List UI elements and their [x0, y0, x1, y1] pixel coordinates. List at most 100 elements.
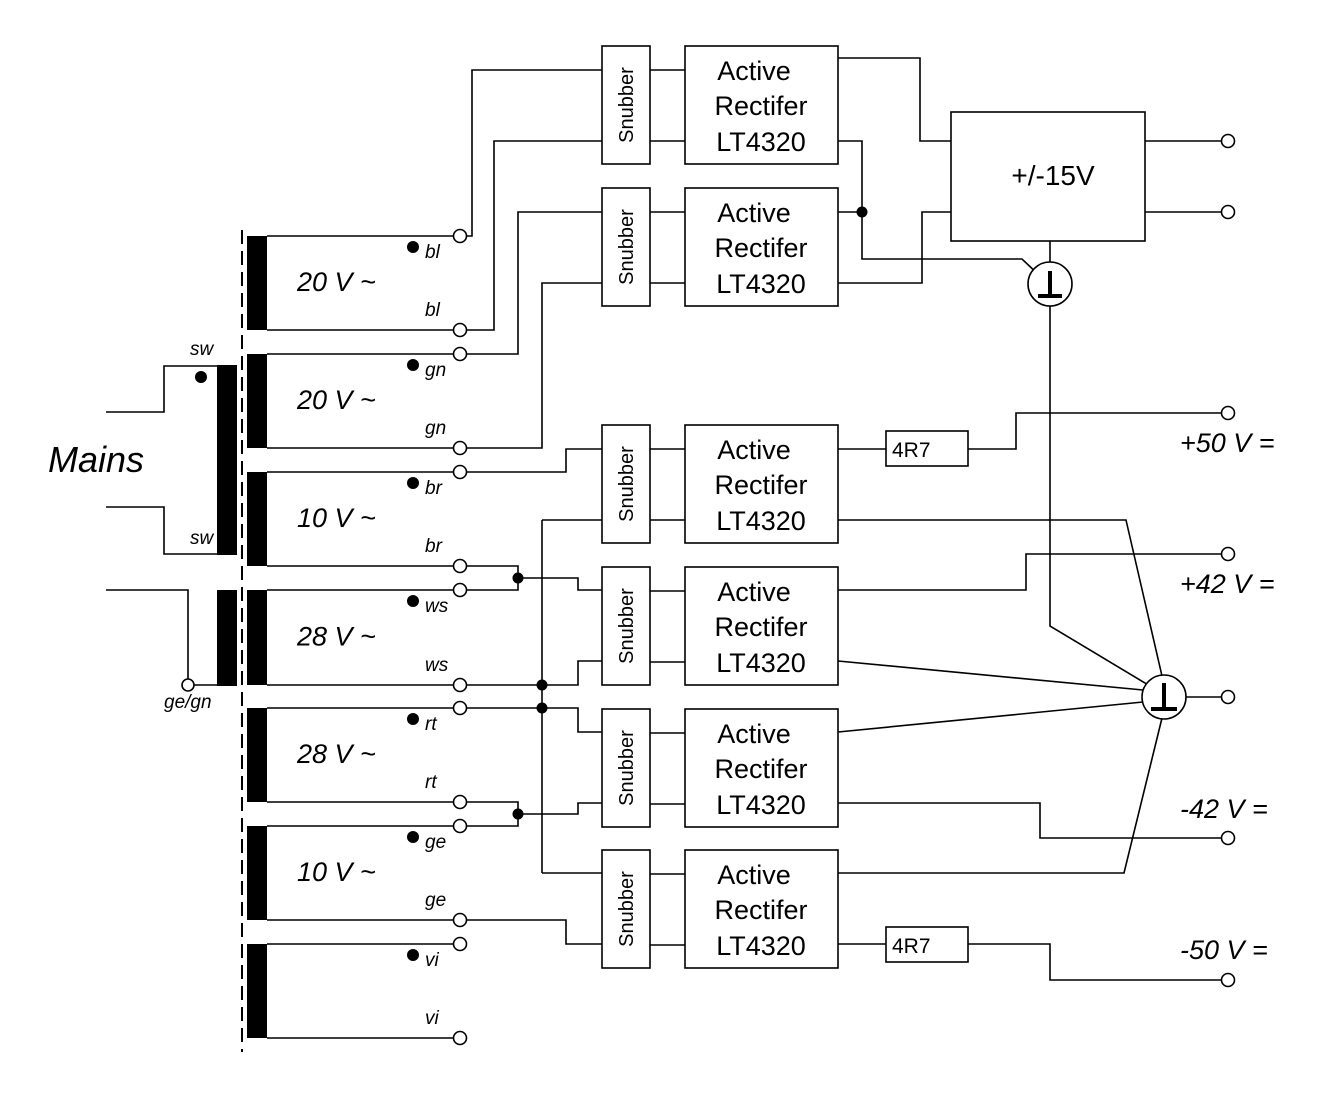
winding-end-label: br: [425, 536, 443, 557]
rectifier-line3: LT4320: [716, 790, 806, 820]
ground-symbol-main: [1141, 674, 1187, 720]
output-label-negative-42v: -42 V =: [1180, 794, 1268, 824]
snubber-box: [601, 187, 651, 307]
winding-start-label: bl: [425, 242, 441, 263]
output-label-negative-50v: -50 V =: [1180, 935, 1268, 965]
snubber-box: [601, 566, 651, 686]
winding-voltage-label: 10 V ~: [297, 857, 376, 887]
winding-voltage-label: 20 V ~: [296, 267, 376, 297]
primary-wire-bottom-label: sw: [190, 528, 215, 549]
winding-core: [247, 472, 267, 566]
snubber-label: Snubber: [616, 446, 638, 522]
winding-voltage-label: 10 V ~: [297, 503, 376, 533]
earth-label: ge/gn: [164, 692, 212, 713]
resistor-positive-50v-label: 4R7: [892, 439, 931, 462]
rectifier-line2: Rectifer: [714, 612, 807, 642]
winding-start-label: ws: [425, 596, 449, 617]
regulator-box: [950, 111, 1146, 242]
secondary-wiring: [466, 69, 602, 945]
resistor-positive-50v: [885, 430, 969, 467]
primary-wiring: [106, 365, 218, 686]
phase-dot: [407, 359, 419, 371]
active-rectifier-box: [684, 424, 839, 544]
active-rectifier-box: [684, 708, 839, 828]
rectifier-line2: Rectifer: [714, 895, 807, 925]
rectifier-line3: LT4320: [716, 931, 806, 961]
winding-end-label: bl: [425, 300, 441, 321]
winding-end-terminal: [452, 1030, 468, 1046]
winding-core: [247, 708, 267, 802]
output-label-positive-42v: +42 V =: [1180, 569, 1275, 599]
regulator-output-negative-terminal: [1220, 204, 1236, 220]
rectifier-line3: LT4320: [716, 127, 806, 157]
active-rectifier-box: [684, 849, 839, 969]
winding-core: [247, 944, 267, 1038]
snubber-label: Snubber: [616, 588, 638, 664]
rectifier-line2: Rectifer: [714, 91, 807, 121]
output-terminal-negative-42v: [1220, 830, 1236, 846]
primary-winding-core: [217, 365, 237, 555]
output-label-positive-50v: +50 V =: [1180, 428, 1275, 458]
regulator-output-positive-terminal: [1220, 133, 1236, 149]
winding-start-terminal: [452, 464, 468, 480]
winding-end-label: vi: [425, 1008, 440, 1029]
winding-end-terminal: [452, 440, 468, 456]
winding-1: 20 V ~ bl bl: [247, 228, 468, 338]
winding-voltage-label: 28 V ~: [296, 622, 376, 652]
phase-dot: [407, 241, 419, 253]
phase-dot: [407, 477, 419, 489]
winding-4: 28 V ~ ws ws: [247, 582, 468, 693]
winding-3: 10 V ~ br br: [247, 464, 468, 574]
winding-voltage-label: 20 V ~: [296, 385, 376, 415]
rectifier-line3: LT4320: [716, 269, 806, 299]
winding-end-terminal: [452, 558, 468, 574]
rectifier-line3: LT4320: [716, 648, 806, 678]
winding-end-label: rt: [425, 772, 437, 793]
mains-label: Mains: [48, 439, 144, 480]
winding-start-label: ge: [425, 832, 446, 853]
snubber-label: Snubber: [616, 67, 638, 143]
winding-core: [247, 236, 267, 330]
resistor-negative-50v-label: 4R7: [892, 935, 931, 958]
rectifier-line2: Rectifer: [714, 754, 807, 784]
winding-start-terminal: [452, 700, 468, 716]
resistor-negative-50v: [885, 926, 969, 963]
winding-start-label: rt: [425, 714, 437, 735]
winding-start-terminal: [452, 582, 468, 598]
winding-end-label: gn: [425, 418, 446, 439]
snubber-label: Snubber: [616, 871, 638, 947]
earth-terminal: [181, 678, 195, 692]
winding-core: [247, 590, 267, 685]
winding-end-terminal: [452, 322, 468, 338]
rectifier-line3: LT4320: [716, 506, 806, 536]
phase-dot: [407, 595, 419, 607]
output-terminal-positive-42v: [1220, 546, 1236, 562]
output-terminal-ground: [1220, 689, 1236, 705]
winding-start-terminal: [452, 346, 468, 362]
rectifier-line1: Active: [717, 56, 791, 86]
active-rectifier-box: [684, 187, 839, 307]
rectifier-line1: Active: [717, 435, 791, 465]
winding-start-label: br: [425, 478, 443, 499]
ground-symbol-regulator: [1027, 261, 1073, 307]
winding-end-label: ws: [425, 655, 449, 676]
snubber-box: [601, 849, 651, 969]
rectifier-line1: Active: [717, 198, 791, 228]
phase-dot: [407, 713, 419, 725]
winding-end-terminal: [452, 677, 468, 693]
snubber-box: [601, 708, 651, 828]
earth-shield-core: [217, 590, 237, 686]
snubber-box: [601, 424, 651, 544]
phase-dot: [407, 949, 419, 961]
regulator-label: +/-15V: [1011, 160, 1095, 191]
